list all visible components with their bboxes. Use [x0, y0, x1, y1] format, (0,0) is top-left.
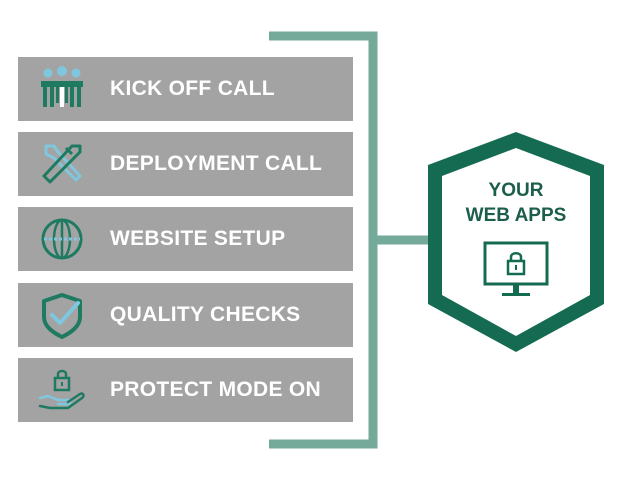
- step-quality-checks: QUALITY CHECKS: [18, 283, 353, 347]
- step-website-setup: WEBSITE SETUP: [18, 207, 353, 271]
- shield-check-icon: [42, 293, 82, 339]
- step-kick-off-call: KICK OFF CALL: [18, 57, 353, 121]
- team-icon: [41, 66, 83, 107]
- step-label: KICK OFF CALL: [110, 77, 275, 100]
- step-protect-mode-on: PROTECT MODE ON: [18, 358, 353, 422]
- step-label: DEPLOYMENT CALL: [110, 152, 323, 175]
- hand-lock-icon: [38, 369, 85, 410]
- step-deployment-call: DEPLOYMENT CALL: [18, 132, 353, 196]
- globe-icon: [41, 218, 83, 260]
- shield-title-line1: YOUR: [488, 180, 544, 201]
- shield-title-line2: WEB APPS: [465, 205, 567, 226]
- monitor-lock-icon: [483, 241, 549, 296]
- step-label: QUALITY CHECKS: [110, 303, 301, 326]
- step-label: WEBSITE SETUP: [110, 227, 286, 250]
- tools-icon: [42, 144, 82, 184]
- step-label: PROTECT MODE ON: [110, 378, 322, 401]
